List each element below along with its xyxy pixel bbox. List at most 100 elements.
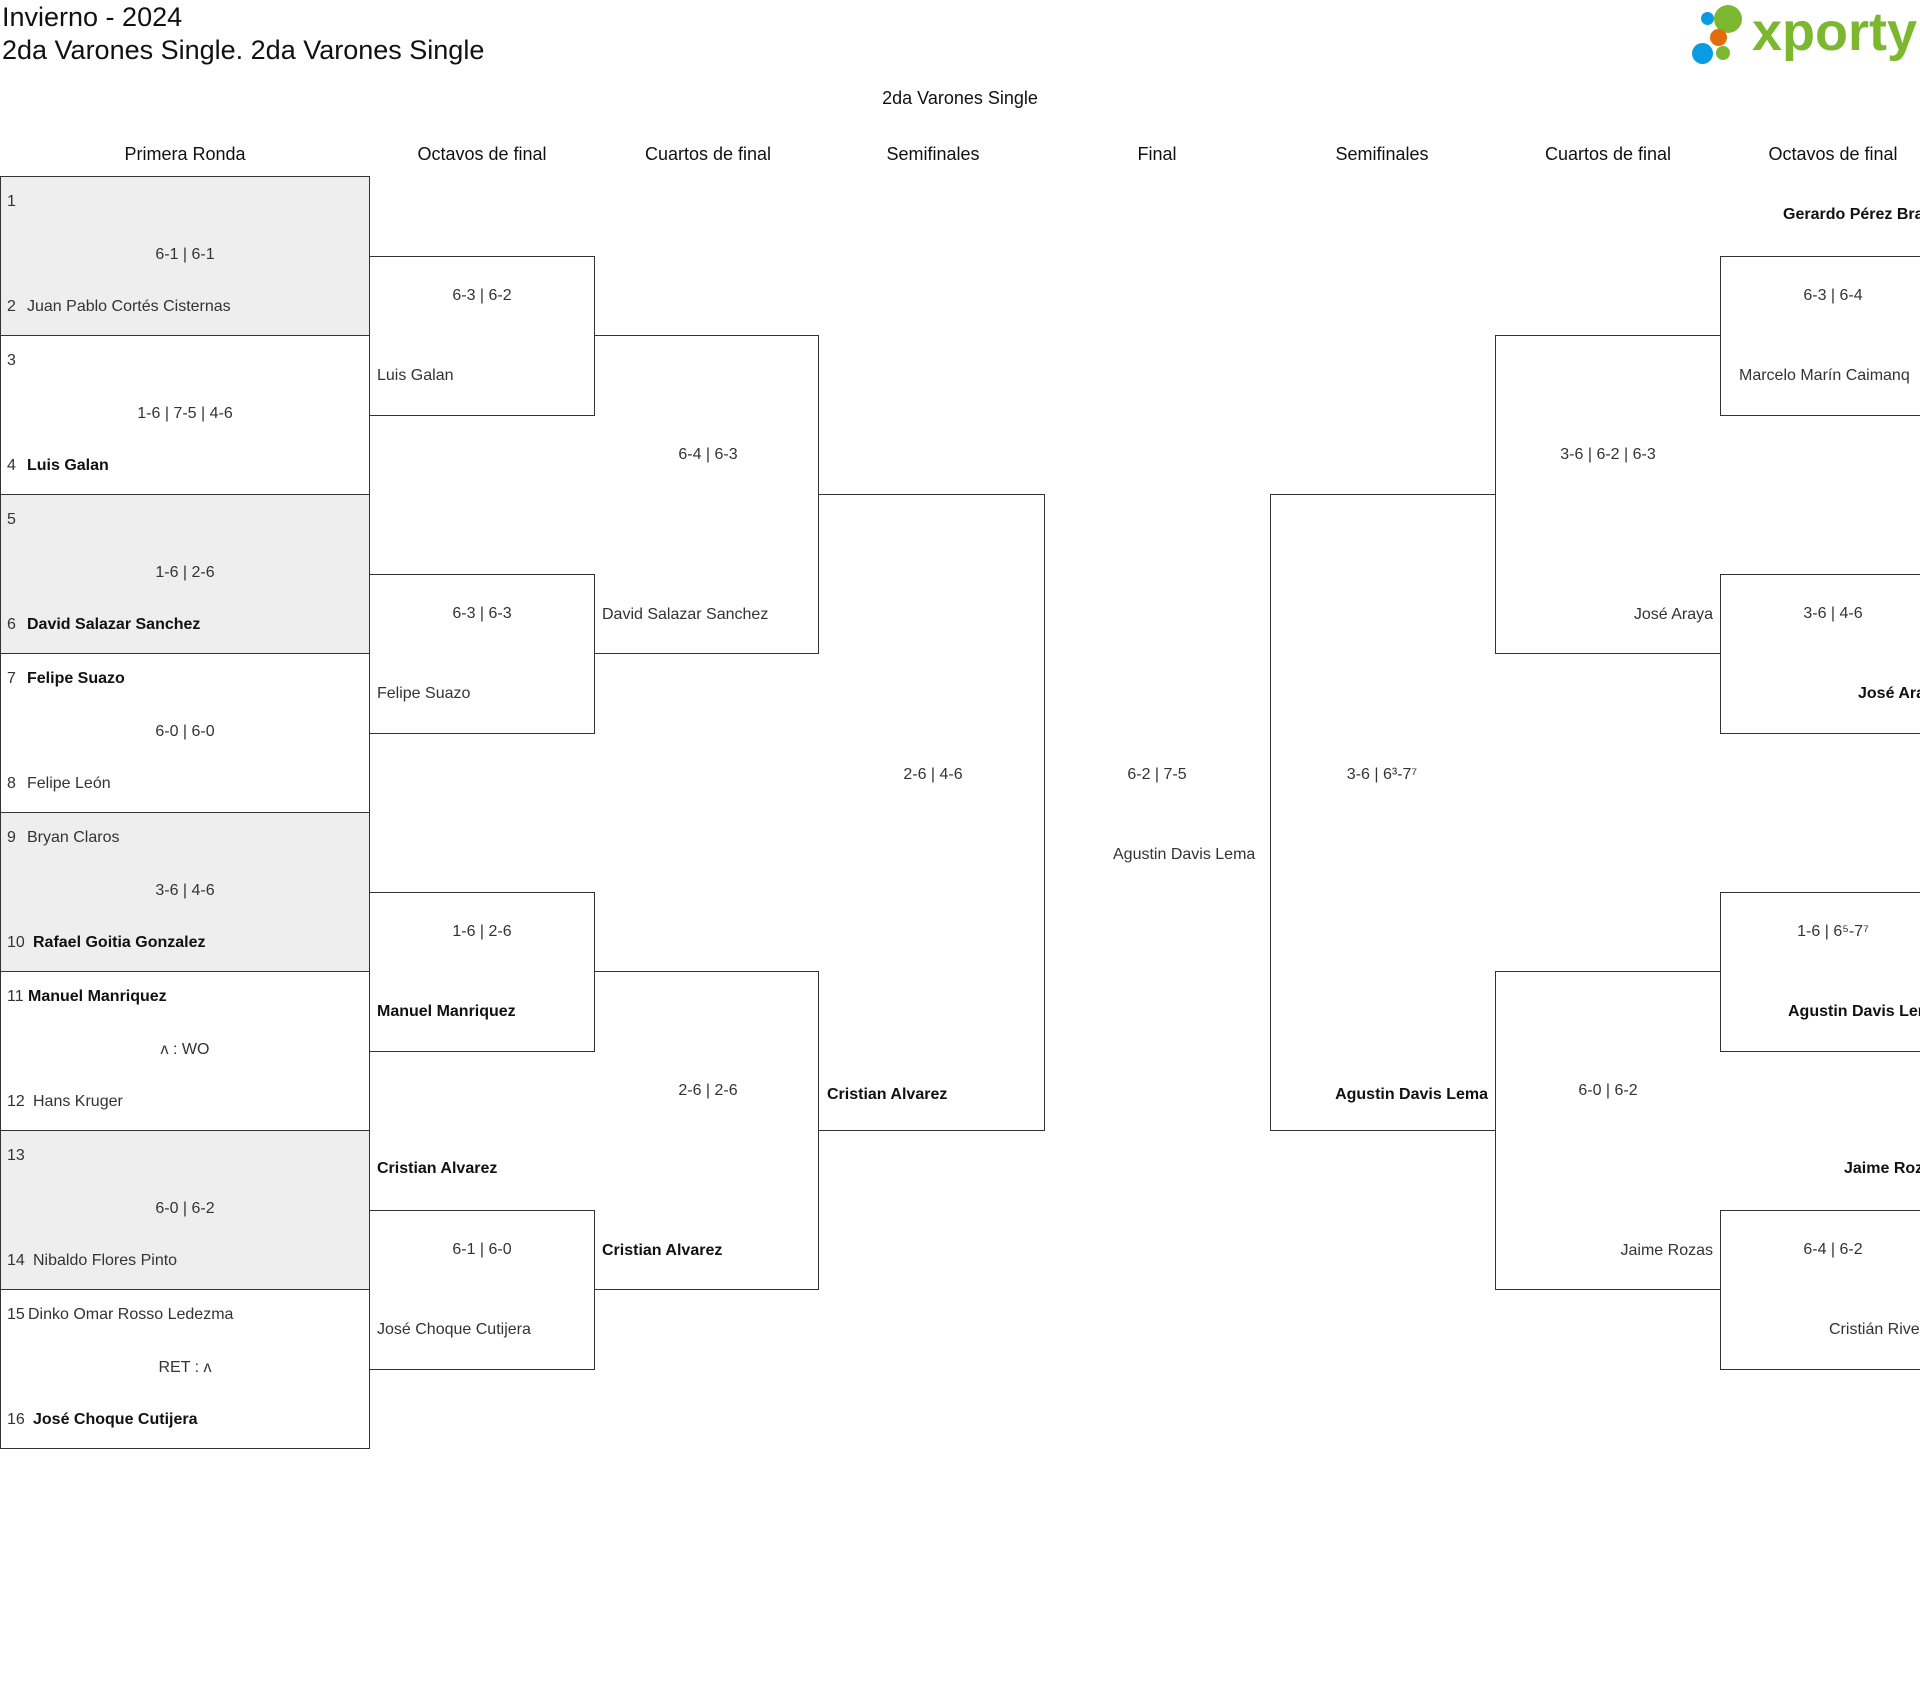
match-score: 1-6 | 2-6	[452, 922, 512, 940]
round-header-right-2: Octavos de final	[1768, 144, 1898, 164]
player-name[interactable]: Luis Galan	[377, 366, 454, 384]
match-score: RET : ʌ	[158, 1359, 212, 1376]
cuartos-match-right	[1495, 335, 1721, 654]
logo-dot-green-large	[1714, 5, 1742, 33]
first-round-match[interactable]	[0, 494, 370, 654]
player-name[interactable]: Cristián Rive	[1829, 1320, 1920, 1338]
player-name[interactable]: Manuel Manriquez	[377, 1002, 516, 1020]
player-name[interactable]: Nibaldo Flores Pinto	[33, 1252, 178, 1269]
seed-number: 9	[7, 829, 16, 846]
round-header-final: Final	[1137, 144, 1177, 164]
match-score: 6-1 | 6-0	[452, 1240, 512, 1258]
match-score: 1-6 | 6⁵-7⁷	[1797, 922, 1869, 940]
semis-match-left	[818, 494, 1045, 1131]
player-name[interactable]: Jaime Roz	[1844, 1159, 1920, 1177]
player-name[interactable]: Felipe Suazo	[27, 670, 125, 687]
seed-number: 6	[7, 616, 16, 633]
player-name[interactable]: Felipe León	[27, 775, 111, 792]
player-name[interactable]: Bryan Claros	[27, 829, 120, 846]
round-header-right-1: Cuartos de final	[1544, 144, 1672, 164]
player-name[interactable]: José Choque Cutijera	[377, 1320, 531, 1338]
match-score: 6-0 | 6-2	[155, 1200, 215, 1217]
first-round-match[interactable]	[0, 812, 370, 972]
match-score: 6-1 | 6-1	[155, 246, 215, 263]
match-score: 6-4 | 6-3	[678, 446, 738, 463]
seed-number: 16	[7, 1411, 25, 1428]
player-name[interactable]: Luis Galan	[27, 457, 109, 474]
player-name[interactable]: Gerardo Pérez Bra	[1783, 205, 1920, 223]
round-header-right-0: Semifinales	[1335, 144, 1429, 164]
player-name[interactable]: David Salazar Sanchez	[27, 616, 201, 633]
match-score: 3-6 | 4-6	[155, 882, 215, 899]
player-name[interactable]: Cristian Alvarez	[602, 1242, 723, 1259]
player-name[interactable]: Agustin Davis Lem	[1788, 1002, 1920, 1020]
seed-number: 1	[7, 193, 16, 210]
player-name[interactable]: Felipe Suazo	[377, 684, 471, 702]
champion-name[interactable]: Agustin Davis Lema	[1113, 846, 1256, 863]
seed-number: 2	[7, 298, 16, 315]
match-score: 6-3 | 6-2	[452, 286, 512, 304]
seed-number: 10	[7, 934, 25, 951]
match-score: 1-6 | 7-5 | 4-6	[137, 405, 233, 422]
player-name[interactable]: Dinko Omar Rosso Ledezma	[28, 1306, 234, 1323]
match-score: 1-6 | 2-6	[155, 564, 215, 581]
seed-number: 11	[7, 988, 24, 1005]
xporty-logo: xporty	[1690, 2, 1920, 68]
bracket-title: 2da Varones Single	[882, 88, 1038, 108]
seed-number: 4	[7, 457, 16, 474]
round-header-left-0: Primera Ronda	[124, 144, 246, 164]
match-score: 3-6 | 4-6	[1803, 604, 1863, 622]
player-name[interactable]: Manuel Manriquez	[28, 988, 167, 1005]
logo-dot-blue-small	[1701, 12, 1714, 25]
match-score: 2-6 | 4-6	[903, 766, 963, 783]
semis-match-right	[1270, 494, 1496, 1131]
match-score: 6-4 | 6-2	[1803, 1240, 1863, 1258]
round-header-left-2: Cuartos de final	[644, 144, 772, 164]
match-score: 6-0 | 6-2	[1578, 1082, 1638, 1099]
logo-dot-orange	[1710, 29, 1727, 46]
match-score: 2-6 | 2-6	[678, 1082, 738, 1099]
logo-text: xporty	[1752, 2, 1918, 62]
seed-number: 7	[7, 670, 16, 687]
category-title: 2da Varones Single. 2da Varones Single	[2, 35, 485, 65]
logo-dot-green-small	[1716, 46, 1730, 60]
octavos-match-left	[369, 891, 595, 1052]
player-name[interactable]: David Salazar Sanchez	[602, 606, 769, 623]
final-score: 6-2 | 7-5	[1127, 766, 1187, 783]
round-header-left-3: Semifinales	[886, 144, 980, 164]
player-name[interactable]: Cristian Alvarez	[377, 1159, 498, 1177]
octavos-match-left	[369, 255, 595, 416]
match-score: 6-0 | 6-0	[155, 723, 215, 740]
seed-number: 5	[7, 511, 16, 528]
cuartos-match-right	[1495, 971, 1721, 1290]
seed-number: 8	[7, 775, 16, 792]
tournament-season: Invierno - 2024	[2, 2, 183, 32]
match-score: ʌ : WO	[160, 1041, 210, 1058]
player-name[interactable]: José Araya	[1633, 606, 1713, 623]
seed-number: 3	[7, 352, 16, 369]
logo-dot-blue-large	[1692, 43, 1713, 64]
match-score: 6-3 | 6-3	[452, 604, 512, 622]
round-header-left-1: Octavos de final	[417, 144, 547, 164]
seed-number: 14	[7, 1252, 25, 1269]
octavos-match-right	[1720, 255, 1920, 416]
octavos-match-right	[1720, 891, 1920, 1052]
player-name[interactable]: José Ara	[1858, 684, 1920, 702]
player-name[interactable]: Juan Pablo Cortés Cisternas	[27, 298, 231, 315]
seed-number: 13	[7, 1147, 25, 1164]
octavos-match-right	[1720, 1209, 1920, 1370]
player-name[interactable]: Marcelo Marín Caimanq	[1739, 366, 1910, 384]
match-score: 3-6 | 6-2 | 6-3	[1560, 446, 1656, 463]
seed-number: 15	[7, 1306, 25, 1323]
octavos-match-left	[369, 1209, 595, 1370]
player-name[interactable]: José Choque Cutijera	[33, 1411, 198, 1428]
player-name[interactable]: Agustin Davis Lema	[1335, 1086, 1488, 1103]
octavos-match-right	[1720, 573, 1920, 734]
match-score: 6-3 | 6-4	[1803, 286, 1863, 304]
player-name[interactable]: Cristian Alvarez	[827, 1086, 948, 1103]
seed-number: 12	[7, 1093, 25, 1110]
player-name[interactable]: Rafael Goitia Gonzalez	[33, 934, 206, 951]
player-name[interactable]: Jaime Rozas	[1620, 1242, 1713, 1259]
octavos-match-left	[369, 573, 595, 734]
player-name[interactable]: Hans Kruger	[33, 1093, 123, 1110]
